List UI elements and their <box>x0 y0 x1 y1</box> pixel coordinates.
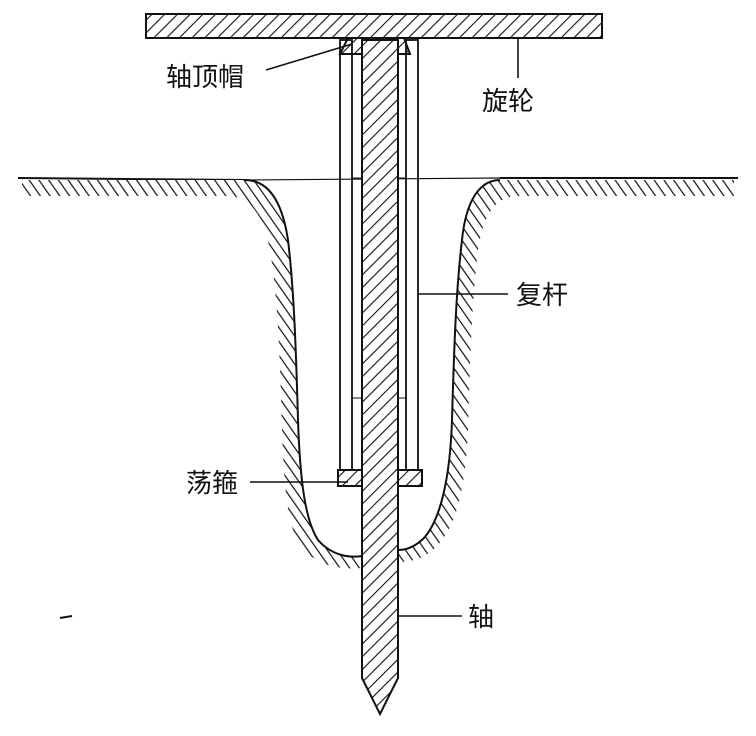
label-shaft: 轴 <box>468 603 494 633</box>
label-shaft-cap: 轴顶帽 <box>166 63 244 93</box>
leader-lines <box>250 38 519 617</box>
shaft <box>361 39 399 717</box>
rotary-wheel-plate <box>145 13 603 39</box>
soil-hatching <box>22 179 734 569</box>
label-swing-hoop: 荡箍 <box>186 469 238 499</box>
label-compound-rod: 复杆 <box>516 281 568 311</box>
label-rotary-wheel: 旋轮 <box>482 87 534 117</box>
stray-mark <box>59 615 73 619</box>
